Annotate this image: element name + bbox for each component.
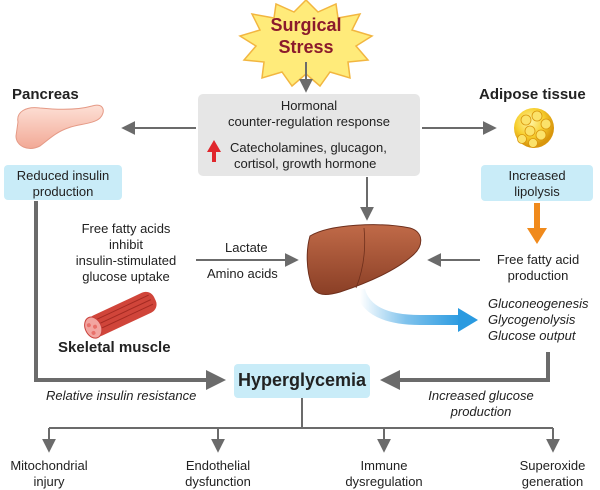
- outcome-2-line-2: dysfunction: [185, 474, 251, 489]
- path-insulin-resistance: [34, 201, 226, 390]
- skeletal-muscle-icon: [84, 291, 157, 339]
- adipose-effect-line-2: lipolysis: [514, 184, 560, 199]
- stress-line-1: Surgical: [270, 15, 342, 35]
- red-up-arrow-head: [207, 140, 221, 152]
- amino-acids-label: Amino acids: [207, 266, 278, 281]
- adipose-label: Adipose tissue: [479, 86, 586, 103]
- adipose-effect: Increased lipolysis: [481, 168, 593, 200]
- hormonal-list-line-2: cortisol, growth hormone: [234, 156, 377, 171]
- ffa-inhibit-line-2: inhibit: [109, 237, 143, 252]
- stress-title: Surgical Stress: [256, 14, 356, 58]
- outcome-4-line-1: Superoxide: [519, 458, 586, 473]
- adipose-effect-box: [481, 165, 593, 201]
- outcome-endothelial: Endothelial dysfunction: [168, 458, 268, 490]
- hyperglycemia-box: [234, 364, 370, 398]
- glycogenolysis-label: Glycogenolysis: [488, 312, 576, 327]
- ffa-production-line-2: production: [507, 268, 569, 283]
- pancreas-label: Pancreas: [12, 86, 79, 103]
- hyperglycemia-label: Hyperglycemia: [237, 370, 367, 390]
- liver-icon: [306, 224, 422, 295]
- pancreas-effect-box: [4, 165, 122, 200]
- glucose-production-line-1: Increased glucose: [428, 388, 534, 403]
- pancreas-effect: Reduced insulin production: [4, 168, 122, 200]
- gluconeogenesis-label: Gluconeogenesis: [488, 296, 589, 311]
- ffa-inhibit-line-1: Free fatty acids: [81, 221, 171, 236]
- hormonal-list: Catecholamines, glucagon, cortisol, grow…: [230, 140, 420, 172]
- glucose-production-label: Increased glucose production: [418, 388, 544, 420]
- hormonal-title-line-2: counter-regulation response: [228, 114, 390, 129]
- hormonal-title: Hormonal counter-regulation response: [198, 98, 420, 130]
- outcome-superoxide: Superoxide generation: [505, 458, 600, 490]
- ffa-production: Free fatty acid production: [482, 252, 594, 284]
- arrow-lipolysis-head: [527, 228, 547, 244]
- insulin-resistance-label: Relative insulin resistance: [46, 388, 197, 403]
- stress-line-2: Stress: [278, 37, 334, 57]
- glucose-production-line-2: production: [450, 404, 512, 419]
- outcome-2-line-1: Endothelial: [185, 458, 251, 473]
- outcome-immune: Immune dysregulation: [334, 458, 434, 490]
- glucose-output-label: Glucose output: [488, 328, 576, 343]
- hormonal-title-line-1: Hormonal: [280, 98, 338, 113]
- ffa-inhibit-text: Free fatty acids inhibit insulin-stimula…: [56, 221, 196, 285]
- skeletal-muscle-label: Skeletal muscle: [58, 339, 171, 356]
- adipose-tissue-icon: [514, 108, 554, 148]
- pancreas-effect-line-1: Reduced insulin: [16, 168, 110, 183]
- pancreas-icon: [15, 104, 104, 149]
- adipose-effect-line-1: Increased: [508, 168, 566, 183]
- path-glucose-production: [380, 352, 550, 390]
- outcome-1-line-1: Mitochondrial: [10, 458, 88, 473]
- pancreas-effect-line-2: production: [32, 184, 94, 199]
- outcome-1-line-2: injury: [33, 474, 65, 489]
- ffa-inhibit-line-4: glucose uptake: [82, 269, 170, 284]
- outcome-3-line-2: dysregulation: [345, 474, 423, 489]
- hormonal-box: [198, 94, 420, 176]
- outcome-3-line-1: Immune: [360, 458, 408, 473]
- hormonal-list-line-1: Catecholamines, glucagon,: [230, 140, 387, 155]
- ffa-inhibit-line-3: insulin-stimulated: [75, 253, 177, 268]
- outcome-4-line-2: generation: [521, 474, 584, 489]
- arrow-liver-output: [355, 288, 462, 325]
- outcome-mitochondrial: Mitochondrial injury: [0, 458, 98, 490]
- liver-outputs: Gluconeogenesis Glycogenolysis Glucose o…: [488, 296, 598, 344]
- lactate-label: Lactate: [225, 240, 268, 255]
- ffa-production-line-1: Free fatty acid: [496, 252, 580, 267]
- arrow-liver-output-head: [458, 308, 478, 332]
